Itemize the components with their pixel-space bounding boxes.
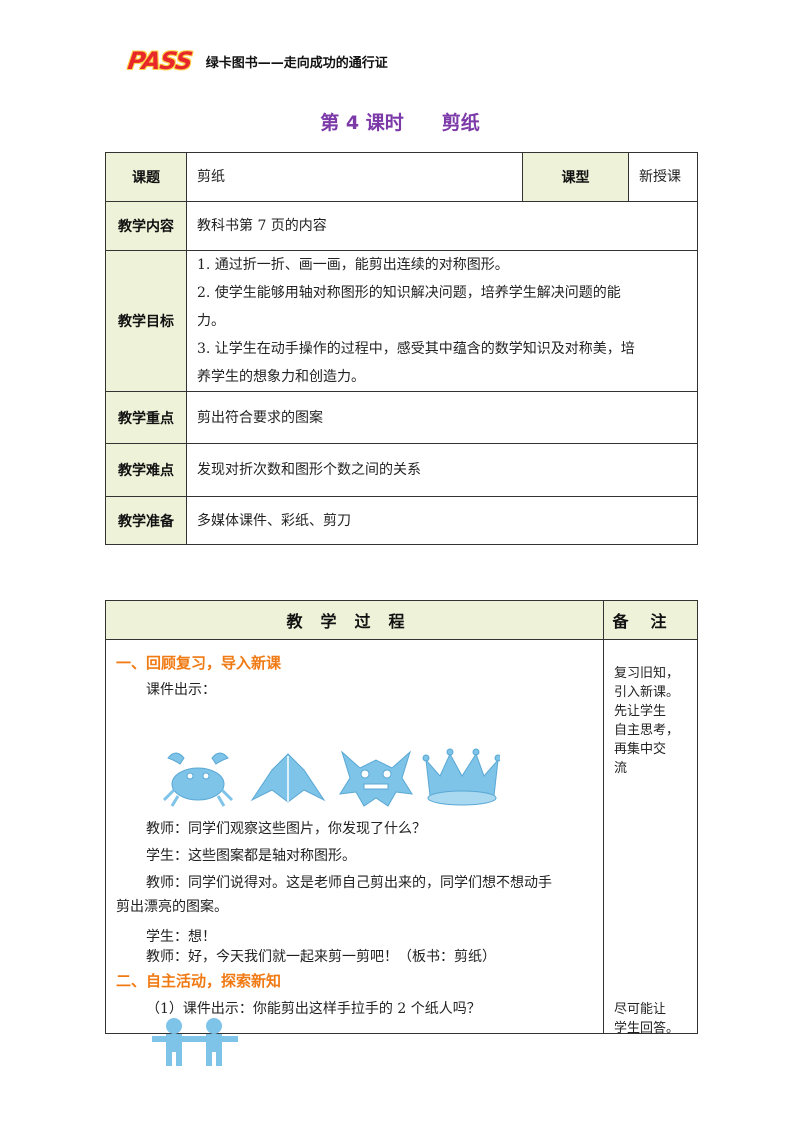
key-point-label: 教学重点 — [105, 391, 187, 444]
type-value: 新授课 — [628, 152, 698, 202]
note-line: 尽可能让 — [614, 1002, 667, 1017]
pass-logo: PASS — [126, 47, 194, 75]
page-title: 第 4 课时 剪纸 — [320, 112, 480, 134]
note-line: 学生回答。 — [614, 1021, 680, 1036]
lesson-info-table: 课题 剪纸 课型 新授课 教学内容 教科书第 7 页的内容 教学目标 1. 通过… — [105, 152, 698, 545]
note-line: 流 — [614, 761, 628, 776]
goal-line: 3. 让学生在动手操作的过程中，感受其中蕴含的数学知识及对称美，培 — [197, 341, 635, 357]
goals-list: 1. 通过折一折、画一画，能剪出连续的对称图形。 2. 使学生能够用轴对称图形的… — [186, 250, 698, 392]
courseware-label: 课件出示： — [146, 682, 216, 698]
note-line: 复习旧知， — [614, 666, 680, 681]
student-reply: 学生：想！ — [146, 929, 216, 945]
activity-1: （1）课件出示：你能剪出这样手拉手的 2 个纸人吗？ — [146, 1001, 481, 1017]
crown-cutout-icon — [422, 748, 500, 806]
content-value: 教科书第 7 页的内容 — [186, 201, 698, 251]
teacher-remark: 教师：同学们说得对。这是老师自己剪出来的，同学们想不想动手 — [146, 875, 552, 891]
goals-label: 教学目标 — [105, 250, 187, 392]
note-line: 引入新课。 — [614, 685, 680, 700]
note-line: 先让学生 — [614, 704, 667, 719]
goal-line: 力。 — [197, 313, 225, 329]
cutout-images — [162, 748, 500, 807]
prep-label: 教学准备 — [105, 496, 187, 545]
header-slogan: 绿卡图书——走向成功的通行证 — [205, 55, 388, 71]
notes-column: 复习旧知， 引入新课。 先让学生 自主思考， 再集中交 流 尽可能让 学生回答。 — [603, 639, 698, 1036]
teacher-closing: 教师：好，今天我们就一起来剪一剪吧！（板书：剪纸） — [146, 949, 496, 965]
content-label: 教学内容 — [105, 201, 187, 251]
goal-line: 1. 通过折一折、画一画，能剪出连续的对称图形。 — [197, 257, 509, 273]
notes-header: 备注 — [603, 600, 698, 640]
page-header: PASS 绿卡图书——走向成功的通行证 — [126, 47, 388, 75]
note-line: 自主思考， — [614, 723, 680, 738]
crab-cutout-icon — [162, 752, 234, 807]
note-line: 再集中交 — [614, 742, 667, 757]
difficulty-value: 发现对折次数和图形个数之间的关系 — [186, 443, 698, 497]
teacher-question: 教师：同学们观察这些图片，你发现了什么？ — [146, 821, 426, 837]
note-1: 复习旧知， 引入新课。 先让学生 自主思考， 再集中交 流 — [614, 664, 691, 778]
section-heading-1: 一、回顾复习，导入新课 — [116, 654, 282, 672]
monster-cutout-icon — [339, 750, 413, 807]
goal-line: 2. 使学生能够用轴对称图形的知识解决问题，培养学生解决问题的能 — [197, 285, 621, 301]
teacher-remark-cont: 剪出漂亮的图案。 — [116, 899, 228, 915]
prep-value: 多媒体课件、彩纸、剪刀 — [186, 496, 698, 545]
difficulty-label: 教学难点 — [105, 443, 187, 497]
process-content: 一、回顾复习，导入新课 课件出示： — [105, 639, 604, 1066]
process-header: 教学过程 — [105, 600, 604, 640]
topic-value: 剪纸 — [186, 152, 523, 202]
student-answer: 学生：这些图案都是轴对称图形。 — [146, 848, 356, 864]
section-heading-2: 二、自主活动，探索新知 — [116, 972, 282, 990]
leaf-cutout-icon — [250, 753, 326, 803]
key-point-value: 剪出符合要求的图案 — [186, 391, 698, 444]
note-2: 尽可能让 学生回答。 — [614, 1000, 679, 1038]
type-label: 课型 — [522, 152, 629, 202]
paper-people-icon — [152, 1018, 238, 1066]
teaching-process-table: 教学过程 备注 一、回顾复习，导入新课 课件出示： — [105, 600, 698, 1066]
topic-label: 课题 — [105, 152, 187, 202]
goal-line: 养学生的想象力和创造力。 — [197, 369, 365, 385]
